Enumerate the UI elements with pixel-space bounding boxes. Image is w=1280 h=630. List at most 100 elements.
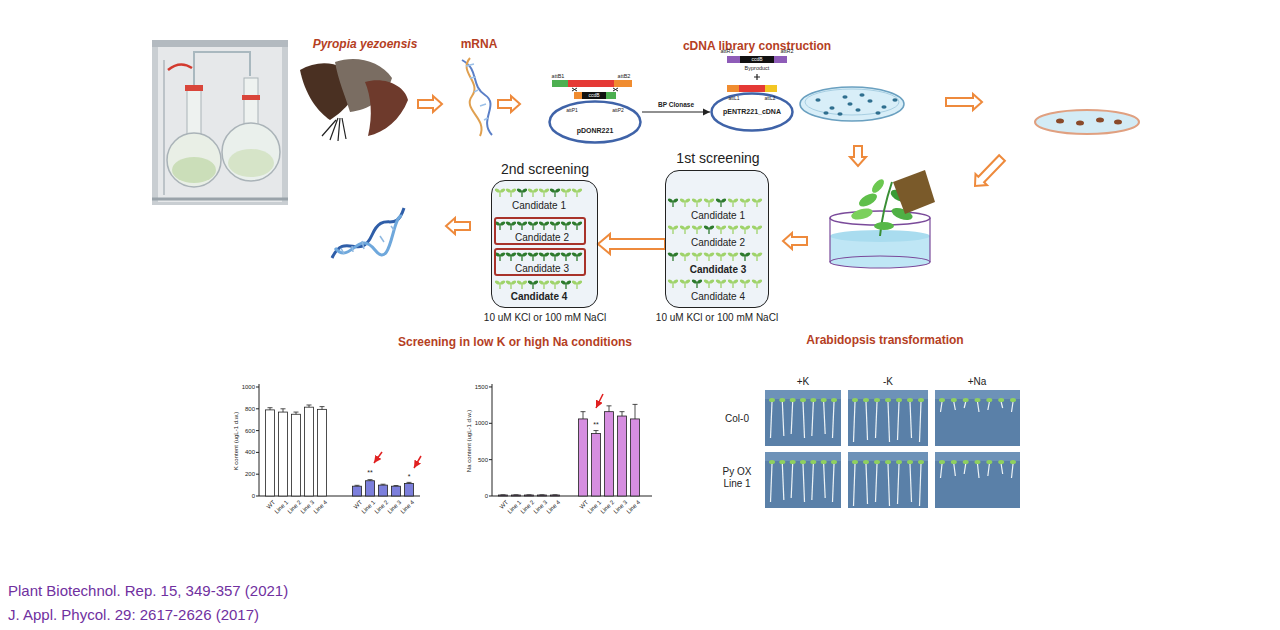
site-label-holder: attL1: [728, 96, 739, 102]
error-bar: [635, 404, 636, 419]
photo-label: +Na: [968, 376, 987, 388]
seedling: [751, 225, 757, 231]
seedling-leaf: [963, 460, 969, 464]
seedling: [576, 252, 582, 258]
reference-holder: J. Appl. Phycol. 29: 2617-2626 (2017): [8, 606, 259, 623]
seedling: [684, 252, 690, 258]
seedling-root: [941, 464, 943, 478]
seaweed-illustration: [322, 118, 346, 141]
category-label: Line 4: [399, 499, 415, 515]
plant-pot-illustration: [830, 256, 930, 268]
seedling-photo: [765, 452, 841, 508]
seedling-root: [803, 464, 805, 502]
seedling-leaf: [852, 460, 858, 464]
category-label-holder: Line 4: [312, 499, 328, 515]
site-label: attL1: [728, 96, 739, 102]
candidate-label: Candidate 1: [512, 200, 566, 212]
seedling: [521, 252, 527, 258]
seedling: [720, 225, 726, 231]
site-label: ccdB: [751, 57, 762, 63]
seedling: [510, 252, 516, 258]
error-bar: [320, 406, 325, 407]
seedling: [499, 280, 505, 286]
category-label-holder: Line 2: [373, 499, 389, 515]
colony-dot: [881, 105, 886, 109]
construct-illustration: [582, 92, 606, 99]
colony-dot: [837, 112, 842, 116]
category-label-holder: Line 3: [532, 499, 548, 515]
category-label-holder: Line 4: [545, 499, 561, 515]
highlight-arrow: [414, 456, 421, 468]
error-bar: [594, 430, 599, 431]
seedling: [560, 280, 566, 286]
seedling: [691, 252, 697, 258]
seedling: [720, 279, 726, 285]
seedling: [543, 280, 549, 286]
seedling: [708, 279, 714, 285]
flow-arrow: [783, 233, 807, 249]
seedling: [527, 280, 533, 286]
seedling: [532, 221, 538, 227]
photo-label-holder: Col-0: [725, 413, 749, 425]
seedling: [708, 252, 714, 258]
tick-label: 400: [245, 449, 255, 456]
site-label: attR1: [720, 48, 733, 54]
plasmid-name: pDONR221: [577, 127, 614, 135]
seedling: [684, 198, 690, 204]
highlight-arrow: [374, 452, 382, 463]
seedling: [732, 198, 738, 204]
seedling: [744, 198, 750, 204]
error-bar: [581, 411, 586, 412]
seedling: [751, 198, 757, 204]
error-bar: [283, 409, 284, 412]
seedling: [727, 279, 733, 285]
highlight-arrow: [374, 394, 603, 468]
step-label-holder: Pyropia yezoensis: [313, 38, 418, 52]
seedling: [703, 225, 709, 231]
plasmid-outline: [548, 100, 642, 144]
seedling: [538, 280, 544, 286]
seedling: [696, 252, 702, 258]
dna-illustration: [335, 216, 402, 255]
seedling-root: [782, 402, 784, 436]
incubator-photo: [172, 157, 216, 183]
mrna-illustration: [462, 60, 492, 135]
colony-dot: [842, 95, 847, 99]
category-label: Line 2: [286, 499, 302, 515]
construct-illustration: [606, 92, 616, 99]
candidate-label-holder: Candidate 3: [515, 263, 569, 275]
seedling: [691, 279, 697, 285]
seedling-leaf: [1010, 398, 1016, 402]
bar: [499, 495, 508, 496]
seedling: [527, 252, 533, 258]
seedling-leaf: [951, 398, 957, 402]
screening-heading-holder: 2nd screening: [501, 161, 589, 177]
seedling-root: [782, 464, 784, 500]
seedling: [739, 252, 745, 258]
seedling: [499, 188, 505, 194]
incubator-photo: [222, 123, 280, 181]
seedling: [667, 198, 673, 204]
bar: [579, 419, 588, 496]
site-label-holder: ccdB: [588, 93, 599, 99]
seedling: [510, 188, 516, 194]
seedling-photo: [765, 452, 841, 461]
colony-dot: [815, 98, 820, 102]
condition-label-holder: 10 uM KCl or 100 mM NaCl: [484, 312, 606, 324]
seedling-leaf: [779, 398, 785, 402]
seedling-leaf: [918, 398, 924, 402]
seedling: [744, 252, 750, 258]
incubator-photo: [152, 40, 288, 47]
error-bar: [596, 431, 597, 434]
tick-label: 600: [245, 427, 255, 434]
seedling: [565, 280, 571, 286]
seedling: [554, 221, 560, 227]
seedling-root: [920, 402, 922, 442]
seedling-root: [812, 402, 814, 436]
plant-pot-illustration: [830, 218, 930, 262]
seedling: [560, 188, 566, 194]
seedling-leaf: [918, 460, 924, 464]
seedling: [720, 198, 726, 204]
